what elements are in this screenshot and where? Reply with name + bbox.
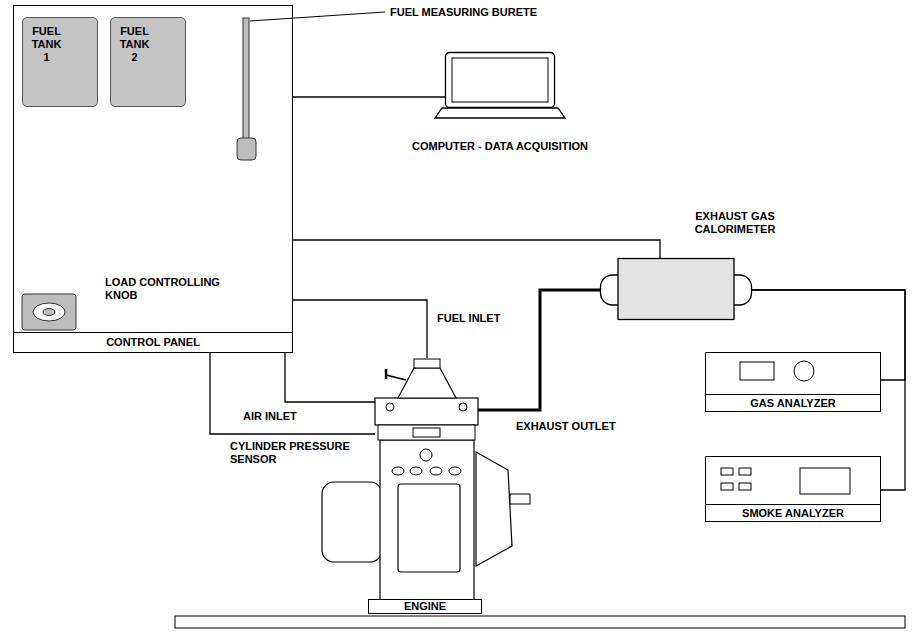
label-holder: FUEL TANK 2 [117,25,153,64]
load-knob [33,303,65,321]
head-bolt [459,403,467,411]
node-label: GAS ANALYZER [750,397,835,410]
analyzer-display [800,468,850,494]
connector-line [285,353,375,402]
laptop-base [435,108,565,118]
engine-body [380,440,474,602]
engine: ENGINE [375,358,478,614]
fuel-injector [398,368,456,398]
node-label: COMPUTER - DATA ACQUISITION [412,140,588,153]
gas-analyzer: GAS ANALYZER [705,352,881,412]
connector-line [752,290,905,380]
burette-tube [243,18,249,140]
analyzer-button [721,468,733,475]
decompression-lever [386,375,406,380]
engine-port [392,467,404,475]
connector-line [293,96,445,97]
engine-side-cover [476,452,512,566]
edge-label: AIR INLET [243,410,297,423]
connector-line [210,353,375,434]
label-band: ENGINE [368,599,482,614]
edge-label: CYLINDER PRESSURE SENSOR [230,440,355,466]
calorimeter-outline [600,258,752,320]
engine-port [410,467,422,475]
edge-label: FUEL INLET [437,312,500,325]
load-knob-center [43,309,55,316]
pressure-sensor [413,428,440,437]
edge-label: EXHAUST OUTLET [516,420,616,433]
burette-bulb [237,138,256,160]
fuel-tank: FUEL TANK 1 [22,17,98,107]
label-holder: FUEL TANK 1 [29,25,65,64]
ground-base [175,616,905,628]
analyzer-dial [794,361,814,381]
connector-line [293,240,660,258]
head-bolt [386,403,394,411]
exhaust-gas-calorimeter: EXHAUST GAS CALORIMETER [600,258,752,320]
laptop-outline [445,52,555,108]
node-label: CONTROL PANEL [106,336,200,349]
connector-line [293,300,427,358]
engine-head [375,398,478,425]
injector-cap [414,359,440,368]
label-holder: EXHAUST GAS CALORIMETER [692,210,778,236]
fuel-tank: FUEL TANK 2 [110,17,186,107]
engine-port [449,467,461,475]
label-band: GAS ANALYZER [706,394,880,411]
connector-line [752,290,905,490]
engine-shaft [510,494,530,504]
node-label: SMOKE ANALYZER [742,507,844,520]
label-band: CONTROL PANEL [14,332,292,352]
label-band: SMOKE ANALYZER [706,504,880,521]
node-label: FUEL TANK 2 [117,25,153,64]
engine-port [430,467,442,475]
analyzer-button [739,468,751,475]
engine-crankcase-door [398,484,460,572]
node-label: FUEL TANK 1 [29,25,65,64]
callout-label: FUEL MEASURING BURETE [390,6,537,19]
engine-port [420,449,432,461]
decompression-lever [385,369,388,379]
connector-line [478,290,600,410]
engine-flywheel [322,482,382,562]
engine-gasket [378,425,475,440]
laptop-screen [452,58,548,102]
control-panel: CONTROL PANEL FUEL TANK 1 FUEL TANK 2 [13,5,293,353]
computer-laptop: COMPUTER - DATA ACQUISITION [445,52,555,108]
analyzer-button [739,483,751,490]
label-holder: COMPUTER - DATA ACQUISITION [412,140,588,153]
node-label: EXHAUST GAS CALORIMETER [692,210,778,236]
calorimeter-jacket [618,259,734,320]
laptop-lid [446,53,555,108]
node-label: ENGINE [404,600,446,613]
leader-line [250,12,385,21]
load-knob-plate [22,294,76,330]
analyzer-display [740,362,774,380]
analyzer-button [721,483,733,490]
callout-label: LOAD CONTROLLING KNOB [105,276,225,302]
smoke-analyzer: SMOKE ANALYZER [705,456,881,522]
